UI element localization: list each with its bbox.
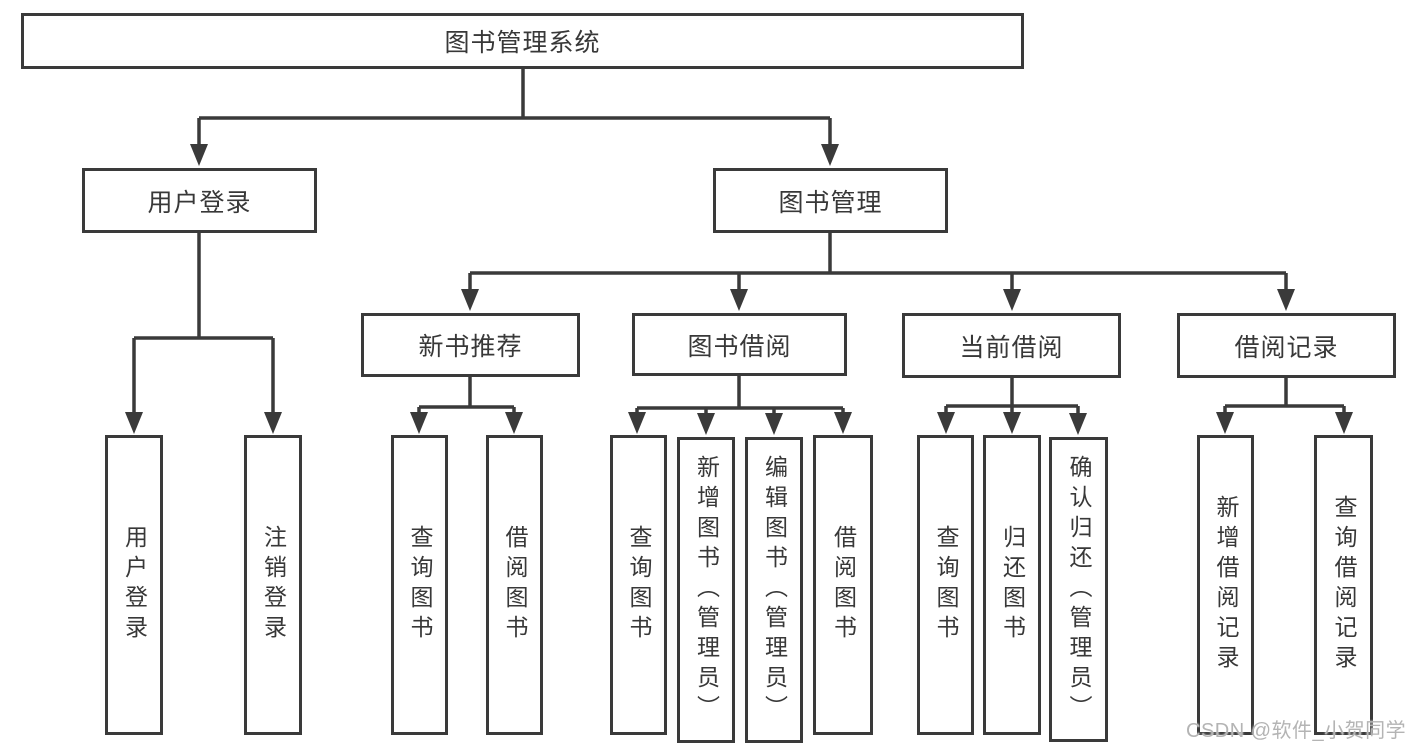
- node-book-management: 图书管理: [713, 168, 948, 233]
- connector-borrow-records-children: [1216, 378, 1353, 434]
- leaf-query-books-2: 查询图书: [610, 435, 667, 735]
- leaf-query-books-3: 查询图书: [917, 435, 974, 735]
- leaf-edit-books-admin: 编辑图书（管理员）: [745, 437, 803, 743]
- node-new-book-recommend-label: 新书推荐: [418, 333, 523, 361]
- leaf-query-books-3-label: 查询图书: [933, 525, 959, 645]
- node-borrow-records: 借阅记录: [1177, 313, 1396, 378]
- leaf-return-books-label: 归还图书: [999, 525, 1026, 645]
- leaf-add-books-admin: 新增图书（管理员）: [677, 437, 735, 743]
- leaf-query-books-1-label: 查询图书: [407, 525, 433, 645]
- leaf-confirm-return-admin: 确认归还（管理员）: [1049, 437, 1108, 742]
- leaf-add-books-admin-label: 新增图书（管理员）: [693, 455, 720, 725]
- leaf-logout-label: 注销登录: [260, 525, 287, 645]
- connector-book-mgmt-to-level3: [461, 233, 1295, 311]
- node-current-borrow: 当前借阅: [902, 313, 1121, 378]
- leaf-query-borrow-record-label: 查询借阅记录: [1331, 495, 1357, 675]
- leaf-add-borrow-record: 新增借阅记录: [1197, 435, 1254, 735]
- node-current-borrow-label: 当前借阅: [959, 333, 1064, 362]
- leaf-query-borrow-record: 查询借阅记录: [1314, 435, 1373, 735]
- connector-book-borrow-children: [628, 376, 852, 435]
- leaf-borrow-books-1: 借阅图书: [486, 435, 543, 735]
- leaf-query-books-2-label: 查询图书: [626, 525, 652, 645]
- node-user-login-label: 用户登录: [147, 188, 252, 217]
- node-book-borrow-label: 图书借阅: [687, 332, 792, 361]
- leaf-borrow-books-2-label: 借阅图书: [830, 525, 857, 645]
- leaf-user-login-label: 用户登录: [121, 525, 148, 645]
- connector-current-borrow-children: [937, 378, 1087, 435]
- leaf-borrow-books-1-label: 借阅图书: [502, 525, 528, 645]
- connector-root-to-level2: [190, 69, 839, 166]
- node-user-login: 用户登录: [82, 168, 317, 233]
- node-borrow-records-label: 借阅记录: [1234, 333, 1339, 362]
- node-book-management-label: 图书管理: [778, 188, 883, 217]
- leaf-return-books: 归还图书: [983, 435, 1041, 735]
- leaf-logout: 注销登录: [244, 435, 302, 735]
- node-new-book-recommend: 新书推荐: [361, 313, 580, 377]
- connector-new-book-children: [410, 377, 523, 434]
- node-book-borrow: 图书借阅: [632, 313, 847, 376]
- leaf-query-books-1: 查询图书: [391, 435, 448, 735]
- node-root-system: 图书管理系统: [21, 13, 1024, 69]
- leaf-confirm-return-admin-label: 确认归还（管理员）: [1066, 454, 1092, 725]
- leaf-edit-books-admin-label: 编辑图书（管理员）: [761, 455, 788, 725]
- node-root-label: 图书管理系统: [444, 29, 601, 57]
- leaf-borrow-books-2: 借阅图书: [813, 435, 873, 735]
- csdn-watermark: CSDN @软件_小贺同学: [1186, 720, 1405, 742]
- leaf-user-login: 用户登录: [105, 435, 163, 735]
- leaf-add-borrow-record-label: 新增借阅记录: [1213, 495, 1239, 675]
- connector-user-login-children: [125, 233, 282, 434]
